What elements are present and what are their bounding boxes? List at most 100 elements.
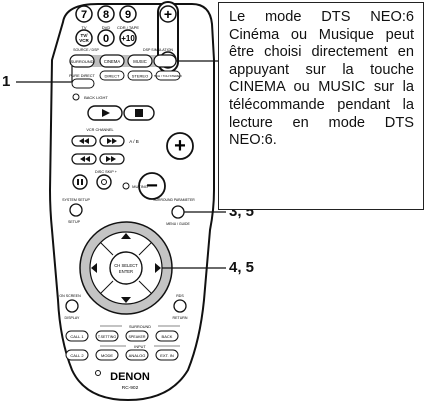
ext-in-button[interactable] [155,349,179,361]
volume-up-button[interactable] [159,5,177,23]
system-setup-button[interactable] [69,203,83,217]
label-muting: MUTING [132,184,148,189]
label-on-screen: ON SCREEN [59,294,81,298]
channel-up-icon: + [174,135,186,157]
label-setup: SETUP [68,220,81,224]
label-surround-group: SURROUND [129,325,151,329]
fast-forward-icon [106,156,116,162]
on-screen-button[interactable] [65,299,79,313]
back-label: BACK [162,334,173,339]
stereo-button-label: STEREO [132,74,148,79]
label-disc-skip: DISC SKIP + [95,170,118,174]
disc-skip-button[interactable] [96,174,112,190]
dpad-divider-4 [138,280,152,294]
surround-parameter-button[interactable] [171,205,185,219]
play-icon [102,109,110,117]
t-setting-label: T.SETTING [98,335,117,339]
analog-button[interactable] [125,349,149,361]
indicator-led [95,370,101,376]
back-button[interactable] [155,330,179,342]
label-return: RETURN [173,316,188,320]
t-setting-button[interactable] [95,330,119,342]
ref-label-4-5: 4, 5 [229,259,255,276]
call2-label: CALL 2 [70,353,84,358]
music-button-label: MUSIC [133,59,147,64]
direct-button[interactable] [99,70,125,81]
rds-button[interactable] [173,299,187,313]
cinema-button-label: CINEMA [104,59,120,64]
disc-skip-icon [101,179,107,185]
label-dvd: DVD [102,25,111,30]
ext-in-label: EXT. IN [160,353,174,358]
label-cdr-tape: CDR / TAPE [117,25,139,30]
label-vcr-channel: VCR CHANNEL [86,128,113,132]
direct-button-label: DIRECT [105,74,120,79]
ch-select-label: CH SELECT [114,263,138,268]
dpad-down-button[interactable] [121,297,131,303]
5ch-7ch-stereo-button[interactable] [155,70,181,81]
pure-direct-button[interactable] [71,78,95,89]
key-9-label: 9 [125,9,131,21]
music-button[interactable] [127,54,153,68]
dpad-divider-1 [100,242,114,256]
key-9[interactable] [119,5,137,23]
label-ab: A / B [129,139,139,144]
rewind-icon [80,156,90,162]
mode-label: MODE [101,353,113,358]
dpad-left-button[interactable] [91,263,97,273]
remote-body [48,3,215,402]
callout-note: Le mode DTS NEO:6 Cinéma ou Musique peut… [218,2,424,210]
back-light-button[interactable] [72,93,80,101]
cinema-button[interactable] [99,54,125,68]
model-number: RC-902 [122,385,139,391]
key-8[interactable] [97,5,115,23]
volume-up-icon: + [164,6,172,22]
key-tv-vcr-label: TV/ [80,33,88,38]
key-7[interactable] [75,5,93,23]
dsp-simulation-button[interactable] [153,54,177,68]
ref-label-1: 1 [2,73,11,90]
label-tv: TV [81,25,86,30]
key-0[interactable] [97,29,115,47]
skip-back-icon [79,138,89,144]
key-0-label: 0 [103,33,109,45]
call1-button[interactable] [65,330,89,342]
key-plus10-label: +10 [121,34,135,43]
pause-button[interactable] [72,174,88,190]
key-tv-vcr[interactable] [75,29,93,47]
muting-button[interactable] [122,182,130,190]
stop-icon [135,109,143,117]
surround-button[interactable] [69,54,95,68]
label-input-group: INPUT [134,345,146,349]
call1-label: CALL 1 [70,334,84,339]
label-5ch-7ch: 5CH / 7CH STEREO [154,74,182,78]
label-dsp-simulation: DSP SIMULATION [143,48,173,52]
label-back-light: BACK LIGHT [84,95,108,100]
label-menu-guide: MENU / GUIDE [166,222,190,226]
key-plus10[interactable] [119,29,137,47]
analog-label: ANALOG [129,353,146,358]
dpad-divider-3 [100,280,114,294]
pause-icon-l [77,179,79,185]
ch-select-enter-button[interactable] [109,251,143,285]
channel-up-button[interactable] [166,132,194,160]
call2-button[interactable] [65,349,89,361]
enter-label: ENTER [119,269,133,274]
skip-forward-icon [107,138,117,144]
channel-down-icon: − [146,175,158,197]
label-source-dsp: SOURCE / DSP [73,48,99,52]
dpad-divider-2 [138,242,152,256]
dpad-right-button[interactable] [155,263,161,273]
key-8-label: 8 [103,9,109,21]
brand-logo: DENON [110,371,150,383]
stereo-button[interactable] [127,70,153,81]
label-surround-parameter: SURROUND PARAMETER [153,198,195,202]
label-pure-direct: PURE DIRECT [69,74,95,78]
speaker-button[interactable] [125,330,149,342]
dpad-up-button[interactable] [121,233,131,239]
channel-down-button[interactable] [138,172,166,200]
speaker-label: SPEAKER [129,335,146,339]
mode-button[interactable] [95,349,119,361]
